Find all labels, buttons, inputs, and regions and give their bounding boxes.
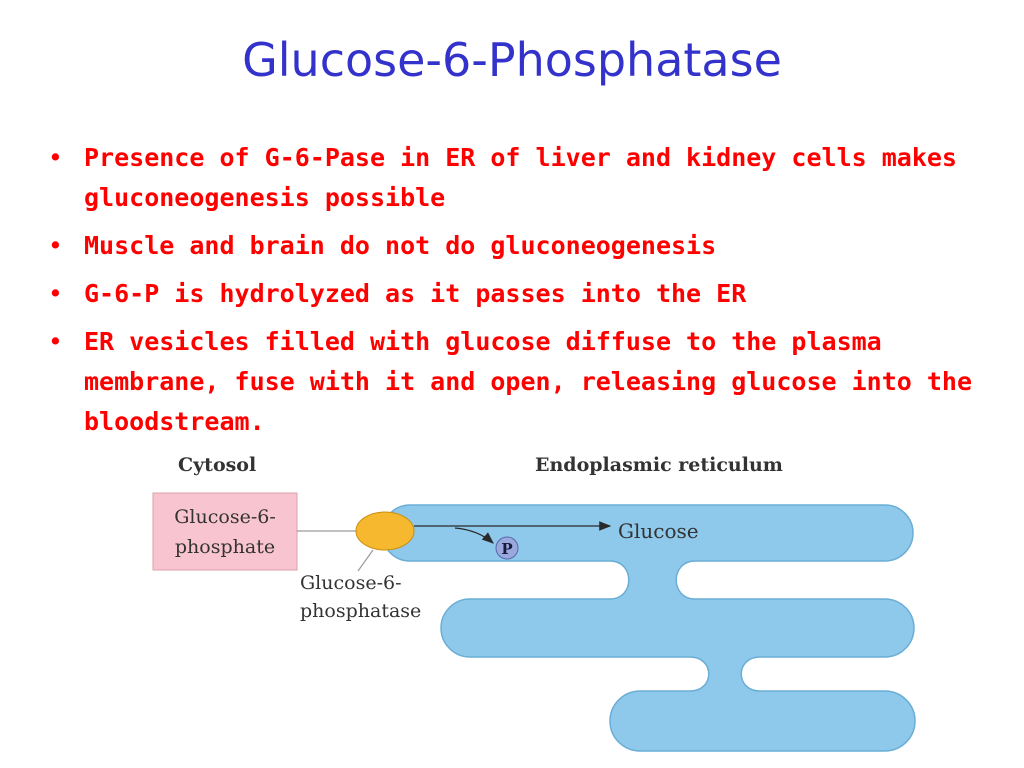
bullet-item: • ER vesicles filled with glucose diffus…	[48, 322, 978, 442]
enzyme-label-line1: Glucose-6-	[300, 572, 402, 594]
bullet-item: • Muscle and brain do not do gluconeogen…	[48, 226, 978, 266]
bullet-item: • Presence of G-6-Pase in ER of liver an…	[48, 138, 978, 218]
bullet-text: Muscle and brain do not do gluconeogenes…	[84, 231, 717, 260]
cytosol-label: Cytosol	[178, 454, 256, 476]
bullet-icon: •	[48, 231, 63, 260]
slide-title: Glucose-6-Phosphatase	[242, 33, 782, 87]
enzyme-shape	[355, 511, 415, 551]
phosphate-icon	[495, 536, 519, 560]
enzyme-label-line2: phosphatase	[300, 600, 421, 622]
glucose-product-label: Glucose	[618, 519, 699, 543]
enzyme-leader-line	[357, 549, 374, 572]
bullet-list: • Presence of G-6-Pase in ER of liver an…	[48, 138, 978, 450]
bullet-text: G-6-P is hydrolyzed as it passes into th…	[84, 279, 747, 308]
bullet-icon: •	[48, 279, 63, 308]
er-membrane-shape	[381, 504, 916, 752]
bullet-icon: •	[48, 327, 63, 356]
glucose-6-phosphate-box	[152, 492, 298, 571]
substrate-label-line2: phosphate	[175, 536, 275, 558]
phosphate-label: P	[501, 540, 512, 558]
bullet-item: • G-6-P is hydrolyzed as it passes into …	[48, 274, 978, 314]
bullet-icon: •	[48, 143, 63, 172]
bullet-text: Presence of G-6-Pase in ER of liver and …	[84, 143, 957, 212]
phosphate-release-arrow	[454, 527, 494, 544]
bullet-text: ER vesicles filled with glucose diffuse …	[84, 327, 973, 436]
er-label: Endoplasmic reticulum	[535, 454, 783, 476]
substrate-label-line1: Glucose-6-	[174, 506, 276, 528]
